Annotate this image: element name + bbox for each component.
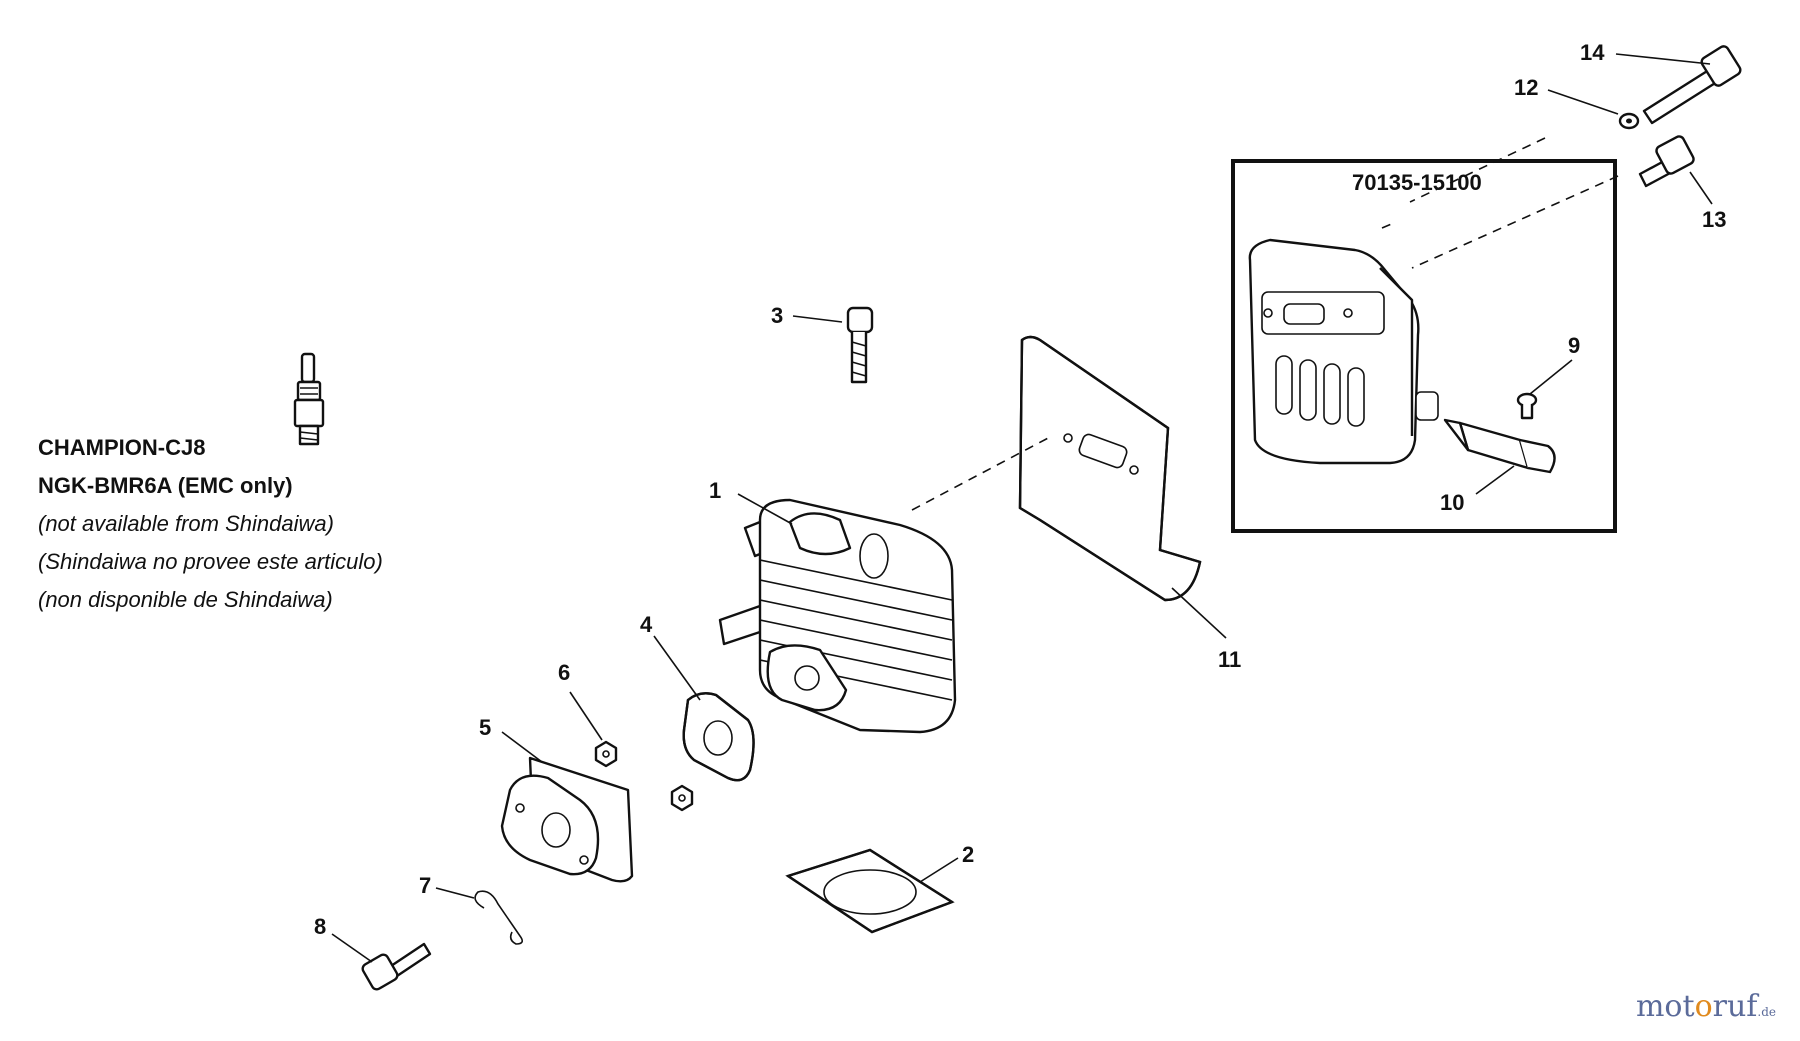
callout-1: 1 bbox=[709, 478, 721, 503]
callout-2: 2 bbox=[962, 842, 974, 867]
bolt-part-14 bbox=[1642, 45, 1742, 125]
spark-plug-spec-ngk: NGK-BMR6A (EMC only) bbox=[38, 473, 293, 498]
muffler-assembly-group: 70135-15100 bbox=[1231, 159, 1617, 533]
leader-lines bbox=[331, 53, 1713, 963]
callout-14: 14 bbox=[1580, 40, 1605, 65]
watermark-highlight: o bbox=[1694, 989, 1713, 1024]
bolt-part-3 bbox=[846, 306, 874, 384]
callout-8: 8 bbox=[314, 914, 326, 939]
spark-plug-part bbox=[293, 352, 325, 446]
callout-4: 4 bbox=[640, 612, 653, 637]
tube-part-10 bbox=[1443, 418, 1556, 474]
callout-9: 9 bbox=[1568, 333, 1580, 358]
availability-note-es: (Shindaiwa no provee este articulo) bbox=[38, 549, 383, 574]
nut-part-6 bbox=[594, 740, 694, 812]
screw-part-9 bbox=[1516, 392, 1538, 420]
watermark-logo: motoruf.de bbox=[1636, 989, 1776, 1024]
callout-5: 5 bbox=[479, 715, 491, 740]
cylinder-part-1 bbox=[718, 498, 957, 734]
watermark-tld: .de bbox=[1757, 1005, 1776, 1019]
gasket-part-2 bbox=[785, 848, 955, 934]
assembly-part-number: 70135-15100 bbox=[1352, 170, 1482, 195]
muffler-part bbox=[1248, 238, 1439, 465]
callout-6: 6 bbox=[558, 660, 570, 685]
muffler-assembly-frame bbox=[1231, 159, 1617, 533]
bolt-part-8 bbox=[361, 942, 432, 991]
intake-adapter-part-5 bbox=[500, 756, 634, 883]
clip-part-7 bbox=[474, 890, 524, 945]
watermark-prefix: mot bbox=[1635, 989, 1695, 1024]
callout-11: 11 bbox=[1218, 647, 1241, 672]
spark-plug-note: CHAMPION-CJ8 NGK-BMR6A (EMC only) (not a… bbox=[38, 429, 383, 619]
callout-13: 13 bbox=[1702, 207, 1726, 232]
screw-part-13 bbox=[1638, 135, 1695, 188]
alignment-lines bbox=[911, 137, 1619, 511]
callout-10: 10 bbox=[1440, 490, 1464, 515]
gasket-part-4 bbox=[682, 692, 755, 782]
spark-plug-spec-champion: CHAMPION-CJ8 bbox=[38, 435, 206, 460]
heat-shield-part-11 bbox=[1018, 335, 1202, 602]
callout-12: 12 bbox=[1514, 75, 1538, 100]
availability-note-en: (not available from Shindaiwa) bbox=[38, 511, 334, 536]
watermark-suffix: ruf bbox=[1712, 989, 1758, 1024]
callout-3: 3 bbox=[771, 303, 783, 328]
availability-note-fr: (non disponible de Shindaiwa) bbox=[38, 587, 333, 612]
callout-numbers: 1 2 3 4 5 6 7 8 9 10 11 12 13 14 bbox=[314, 40, 1726, 939]
washer-part-12 bbox=[1618, 112, 1640, 130]
callout-7: 7 bbox=[419, 873, 431, 898]
